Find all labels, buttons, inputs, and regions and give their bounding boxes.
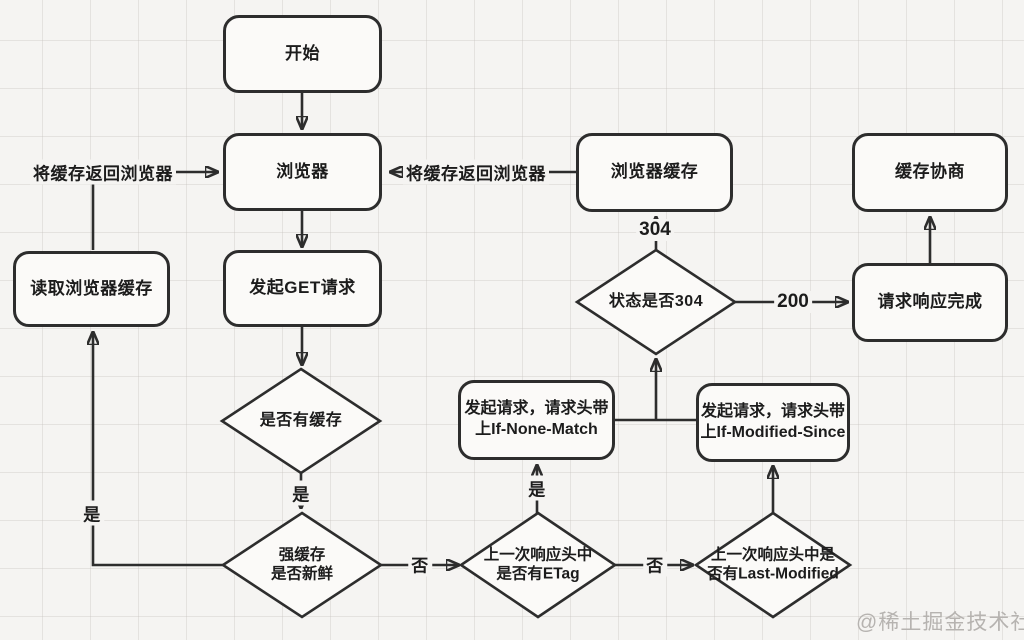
decision-shapes: [219, 248, 853, 619]
node-request-response-complete: 请求响应完成: [852, 263, 1008, 342]
edge-label-yes-read-cache: 是: [80, 500, 104, 526]
node-start-label: 开始: [285, 43, 320, 63]
node-request-if-modified-since-label: 发起请求，请求头带 上If-Modified-Since: [700, 402, 846, 441]
edge-label-200: 200: [774, 291, 812, 313]
node-cache-negotiation: 缓存协商: [852, 133, 1008, 212]
decision-status-304-shape: [574, 248, 738, 356]
decision-has-last-modified-shape: [693, 511, 853, 619]
decision-has-cache-label: 是否有缓存: [259, 412, 343, 429]
edge-label-return-cache-right: 将缓存返回浏览器: [403, 159, 549, 185]
node-request-if-modified-since: 发起请求，请求头带 上If-Modified-Since: [696, 383, 850, 462]
node-request-if-none-match-label: 发起请求，请求头带 上If-None-Match: [464, 400, 609, 438]
node-browser-cache-label: 浏览器缓存: [610, 162, 699, 182]
edge-label-no-strong-cache: 否: [408, 551, 432, 577]
node-browser: 浏览器: [223, 133, 382, 211]
node-cache-negotiation-label: 缓存协商: [895, 162, 965, 182]
decision-strong-cache-fresh-label: 强缓存 是否新鲜: [270, 546, 334, 583]
decision-has-etag-shape: [458, 511, 618, 619]
edge-label-yes-has-etag: 是: [525, 475, 549, 501]
arrow-strong-fresh-yes-to-read-cache: [93, 332, 223, 567]
node-get-request-label: 发起GET请求: [249, 278, 356, 298]
decision-has-cache-shape: [219, 367, 383, 475]
decision-strong-cache-fresh-shape: [220, 511, 384, 619]
edge-label-yes-has-cache: 是: [289, 480, 313, 506]
edge-label-304: 304: [636, 219, 674, 241]
node-start: 开始: [223, 15, 382, 93]
node-browser-cache: 浏览器缓存: [576, 133, 733, 212]
decision-has-etag-label: 上一次响应头中 是否有ETag: [483, 546, 593, 583]
decision-status-304-label: 状态是否304: [608, 293, 704, 310]
node-request-response-complete-label: 请求响应完成: [877, 292, 983, 312]
node-get-request: 发起GET请求: [223, 250, 382, 327]
decision-has-last-modified-label: 上一次响应头中是 否有Last-Modified: [707, 546, 839, 583]
edge-label-return-cache-left: 将缓存返回浏览器: [30, 159, 176, 185]
node-read-browser-cache: 读取浏览器缓存: [13, 251, 170, 327]
node-request-if-none-match: 发起请求，请求头带 上If-None-Match: [458, 380, 615, 460]
watermark: @稀土掘金技术社区: [856, 611, 1024, 634]
node-read-browser-cache-label: 读取浏览器缓存: [30, 278, 153, 298]
edge-label-no-etag: 否: [643, 551, 667, 577]
node-browser-label: 浏览器: [276, 161, 329, 181]
